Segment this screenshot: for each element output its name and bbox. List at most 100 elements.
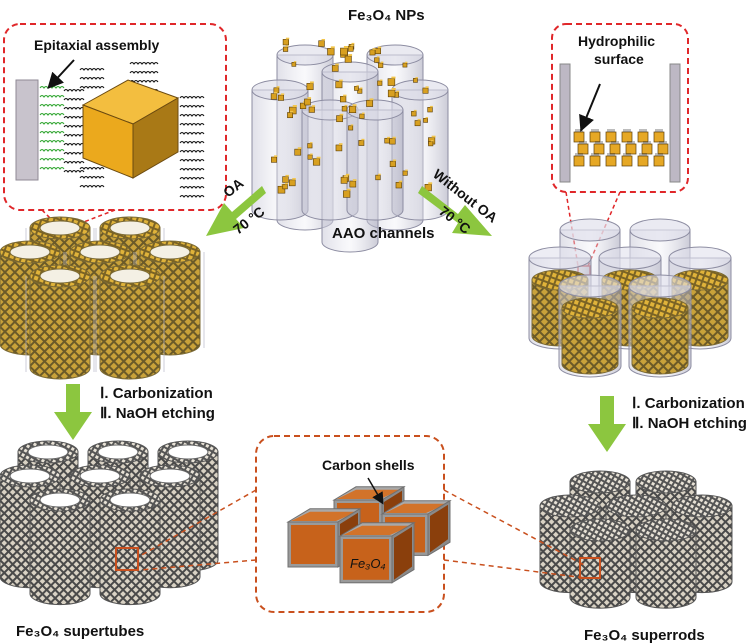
nanoparticle-cube bbox=[288, 178, 296, 187]
right-step2-label: Ⅱ. NaOH etching bbox=[632, 415, 747, 432]
ligand-chain bbox=[63, 169, 85, 173]
nanoparticle-cube bbox=[384, 136, 390, 144]
nanoparticle-cube bbox=[378, 61, 384, 68]
nanoparticle-cube bbox=[593, 141, 605, 155]
nanoparticle-cube bbox=[357, 87, 363, 94]
nanoparticle-cube bbox=[402, 169, 408, 176]
nanoparticle-cube bbox=[307, 142, 313, 149]
ligand-chain bbox=[63, 151, 85, 155]
nanoparticle-cube bbox=[282, 174, 289, 183]
left-step2-label: Ⅱ. NaOH etching bbox=[100, 405, 215, 422]
nanoparticle-cube bbox=[637, 153, 649, 167]
nanoparticle-cube bbox=[340, 45, 349, 56]
ligand-chain bbox=[63, 142, 85, 146]
epitaxial-assembly-inset bbox=[3, 23, 227, 211]
ligand-chain bbox=[179, 95, 205, 99]
ligand-chain bbox=[179, 122, 205, 126]
carbon-supertube bbox=[29, 488, 91, 606]
nanoparticle-cube bbox=[308, 105, 316, 113]
nanoparticle-cube bbox=[349, 179, 357, 188]
nanoparticle-cube bbox=[657, 141, 669, 155]
ligand-chain bbox=[79, 85, 105, 89]
gold-tube bbox=[95, 264, 165, 380]
nanoparticle-cube bbox=[605, 129, 617, 143]
carbon-shells-label: Carbon shells bbox=[322, 457, 415, 473]
ligand-chain bbox=[79, 184, 105, 188]
epitaxial-pointer-line bbox=[67, 209, 116, 229]
nanoparticle-cube bbox=[625, 141, 637, 155]
ligand-chain bbox=[179, 113, 205, 117]
ligand-chain bbox=[179, 158, 205, 162]
right-step1-label: Ⅰ. Carbonization bbox=[632, 395, 745, 412]
epitaxial-assembly-label: Epitaxial assembly bbox=[34, 37, 160, 53]
ligand-chain bbox=[63, 97, 85, 101]
ligand-chain bbox=[39, 85, 65, 89]
fe3o4-supertubes-illustration bbox=[0, 440, 219, 606]
without-oa-arrow bbox=[418, 186, 492, 236]
nanoparticle-cube bbox=[377, 79, 383, 86]
ligand-chain bbox=[79, 175, 105, 179]
aao-channel bbox=[628, 274, 692, 378]
nanoparticle-cube bbox=[653, 153, 665, 167]
nanoparticle-cube bbox=[366, 98, 374, 107]
left-down-arrow bbox=[54, 384, 92, 440]
aao-channels-illustration bbox=[251, 37, 449, 253]
left-step1-label: Ⅰ. Carbonization bbox=[100, 385, 213, 402]
ligand-chain bbox=[63, 88, 85, 92]
ligand-chain bbox=[129, 61, 159, 65]
carbon-supertube bbox=[99, 488, 161, 606]
hydrophilic-surface-inset bbox=[551, 23, 689, 193]
nanoparticle-cube bbox=[347, 44, 354, 52]
nanoparticle-cube bbox=[306, 81, 314, 91]
ligand-chain bbox=[63, 160, 85, 164]
nanoparticle-cube bbox=[331, 63, 339, 72]
ligand-chain bbox=[79, 166, 105, 170]
nanoparticle-cube bbox=[340, 175, 348, 184]
nanoparticle-cube bbox=[287, 110, 294, 119]
ligand-chain bbox=[179, 149, 205, 153]
nanoparticle-cube bbox=[621, 129, 633, 143]
carbon-shells-inset bbox=[115, 435, 601, 613]
superrods-label: Fe₃O₄ superrods bbox=[584, 627, 705, 644]
ligand-chain bbox=[39, 112, 65, 116]
nanoparticle-cube bbox=[413, 77, 418, 83]
oa-label: OA bbox=[220, 175, 246, 201]
supertube-bundle-in-aao bbox=[0, 216, 205, 380]
aao-channel bbox=[558, 274, 622, 378]
nanoparticle-cube bbox=[291, 61, 297, 67]
nanoparticle-cube bbox=[589, 129, 601, 143]
ligand-chain bbox=[179, 185, 205, 189]
gold-rod bbox=[631, 297, 689, 375]
nanoparticle-cube bbox=[270, 91, 278, 100]
nanoparticle-cube bbox=[414, 118, 421, 127]
ligand-chain bbox=[179, 176, 205, 180]
hydrophilic-label-line1: Hydrophilic bbox=[578, 33, 655, 49]
nanoparticle-cube bbox=[348, 124, 354, 131]
ligand-chain bbox=[63, 133, 85, 137]
carbon-superrod bbox=[635, 518, 697, 609]
ligand-chain bbox=[79, 67, 105, 71]
nanoparticle-cube bbox=[271, 155, 278, 163]
right-down-arrow bbox=[588, 396, 626, 452]
nanoparticle-cube bbox=[637, 129, 649, 143]
ligand-chain bbox=[39, 148, 65, 152]
nanoparticle-cube bbox=[343, 188, 351, 198]
nanoparticle-cube bbox=[327, 46, 335, 56]
oa-arrow bbox=[206, 186, 266, 236]
nanoparticle-cube bbox=[653, 129, 665, 143]
nanoparticle-cube bbox=[423, 117, 429, 123]
ligand-chain bbox=[63, 124, 85, 128]
nanoparticle-cube bbox=[427, 105, 433, 113]
cube-fe3o4-label: Fe₃O₄ bbox=[350, 556, 386, 571]
nanoparticle-cube bbox=[335, 79, 343, 89]
nanoparticle-cube bbox=[344, 54, 353, 63]
nanoparticle-cube bbox=[641, 141, 653, 155]
nanoparticle-cube bbox=[577, 141, 589, 155]
nanoparticle-cube bbox=[340, 94, 347, 103]
nanoparticle-cube bbox=[387, 88, 396, 98]
nanoparticle-cube bbox=[318, 38, 326, 47]
ligand-chain bbox=[63, 106, 85, 110]
ligand-chain bbox=[179, 194, 205, 198]
nanoparticle-cube bbox=[573, 153, 585, 167]
